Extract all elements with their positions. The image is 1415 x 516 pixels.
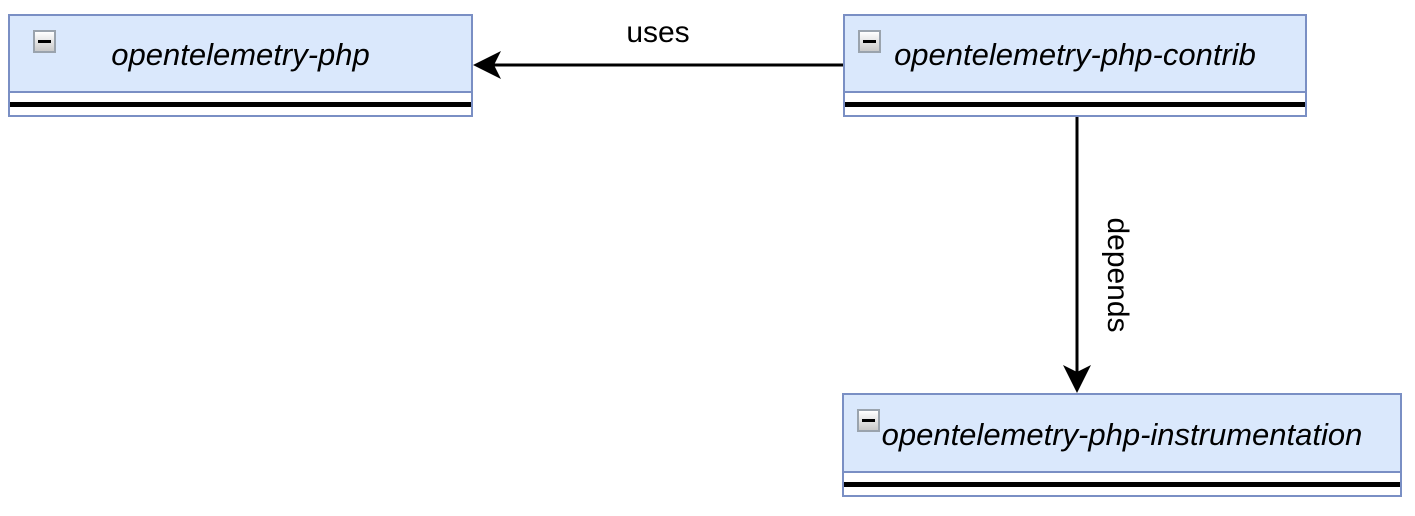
minus-bar — [38, 40, 51, 43]
node-title-compartment: opentelemetry-php-instrumentation — [844, 395, 1400, 473]
node-title-compartment: opentelemetry-php-contrib — [845, 16, 1305, 93]
node-body-compartment — [845, 93, 1305, 115]
collapse-minus-icon[interactable] — [857, 409, 880, 432]
edge-depends-arrow — [1063, 117, 1091, 393]
edge-label-uses: uses — [626, 16, 690, 49]
node-opentelemetry-php-instrumentation[interactable]: opentelemetry-php-instrumentation — [842, 393, 1402, 497]
node-title: opentelemetry-php-instrumentation — [881, 416, 1363, 452]
node-body-compartment — [10, 93, 471, 115]
minus-bar — [863, 40, 876, 43]
node-title: opentelemetry-php-contrib — [894, 37, 1256, 72]
collapse-minus-icon[interactable] — [33, 30, 56, 53]
compartment-divider — [845, 101, 1305, 107]
node-title-compartment: opentelemetry-php — [10, 16, 471, 93]
collapse-minus-icon[interactable] — [858, 30, 881, 53]
minus-bar — [862, 419, 875, 422]
edge-label-depends: depends — [1101, 217, 1134, 333]
node-title: opentelemetry-php — [111, 37, 370, 72]
compartment-divider — [10, 101, 471, 107]
compartment-divider — [844, 481, 1400, 487]
node-opentelemetry-php-contrib[interactable]: opentelemetry-php-contrib — [843, 14, 1307, 117]
edge-uses-arrow — [473, 51, 843, 79]
node-body-compartment — [844, 473, 1400, 495]
node-opentelemetry-php[interactable]: opentelemetry-php — [8, 14, 473, 117]
